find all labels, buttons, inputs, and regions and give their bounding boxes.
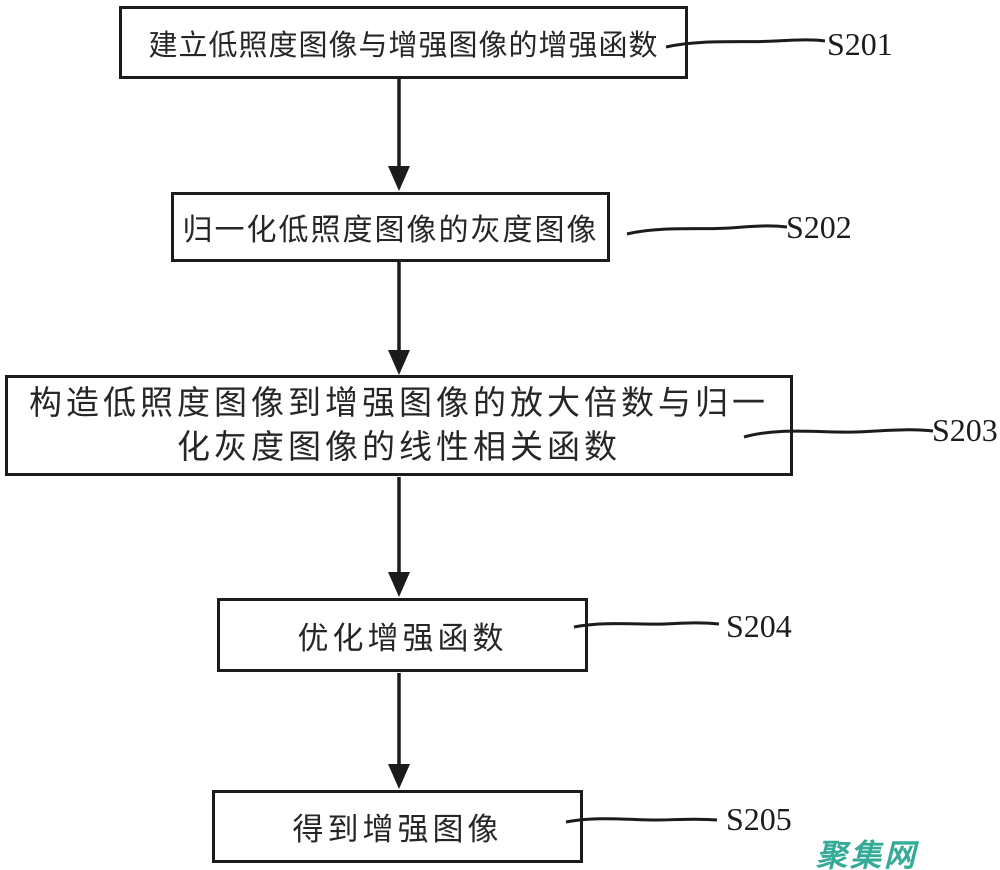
flow-step-s203-text-line2: 化灰度图像的线性相关函数 (177, 429, 621, 466)
flow-step-s201-box: 建立低照度图像与增强图像的增强函数 (119, 6, 688, 79)
down-arrow-icon (388, 477, 410, 597)
flow-step-s202-text: 归一化低照度图像的灰度图像 (182, 214, 599, 247)
leader-line-s202 (626, 224, 788, 236)
flow-step-s205-text: 得到增强图像 (292, 812, 503, 847)
flow-step-s201-text: 建立低照度图像与增强图像的增强函数 (148, 29, 659, 62)
step-label-s205: S205 (726, 801, 792, 837)
leader-line-s205 (565, 817, 718, 824)
down-arrow-icon (388, 673, 410, 789)
leader-line-s201 (665, 38, 826, 49)
flow-step-s203-text-line1: 构造低照度图像到增强图像的放大倍数与归一 (29, 385, 769, 422)
watermark: 聚集网 (816, 838, 918, 870)
flow-step-s205-box: 得到增强图像 (212, 790, 583, 863)
flow-step-s204-text: 优化增强函数 (297, 620, 508, 656)
leader-line-s204 (573, 621, 720, 629)
step-label-s201: S201 (827, 26, 893, 62)
down-arrow-icon (388, 262, 410, 375)
step-label-s202: S202 (786, 209, 852, 245)
flow-step-s204-box: 优化增强函数 (217, 598, 588, 672)
step-label-s203: S203 (932, 412, 998, 448)
flow-step-s203-box: 构造低照度图像到增强图像的放大倍数与归一 化灰度图像的线性相关函数 (5, 375, 793, 476)
flow-step-s202-box: 归一化低照度图像的灰度图像 (171, 192, 610, 262)
step-label-s204: S204 (726, 608, 792, 644)
down-arrow-icon (388, 79, 410, 191)
